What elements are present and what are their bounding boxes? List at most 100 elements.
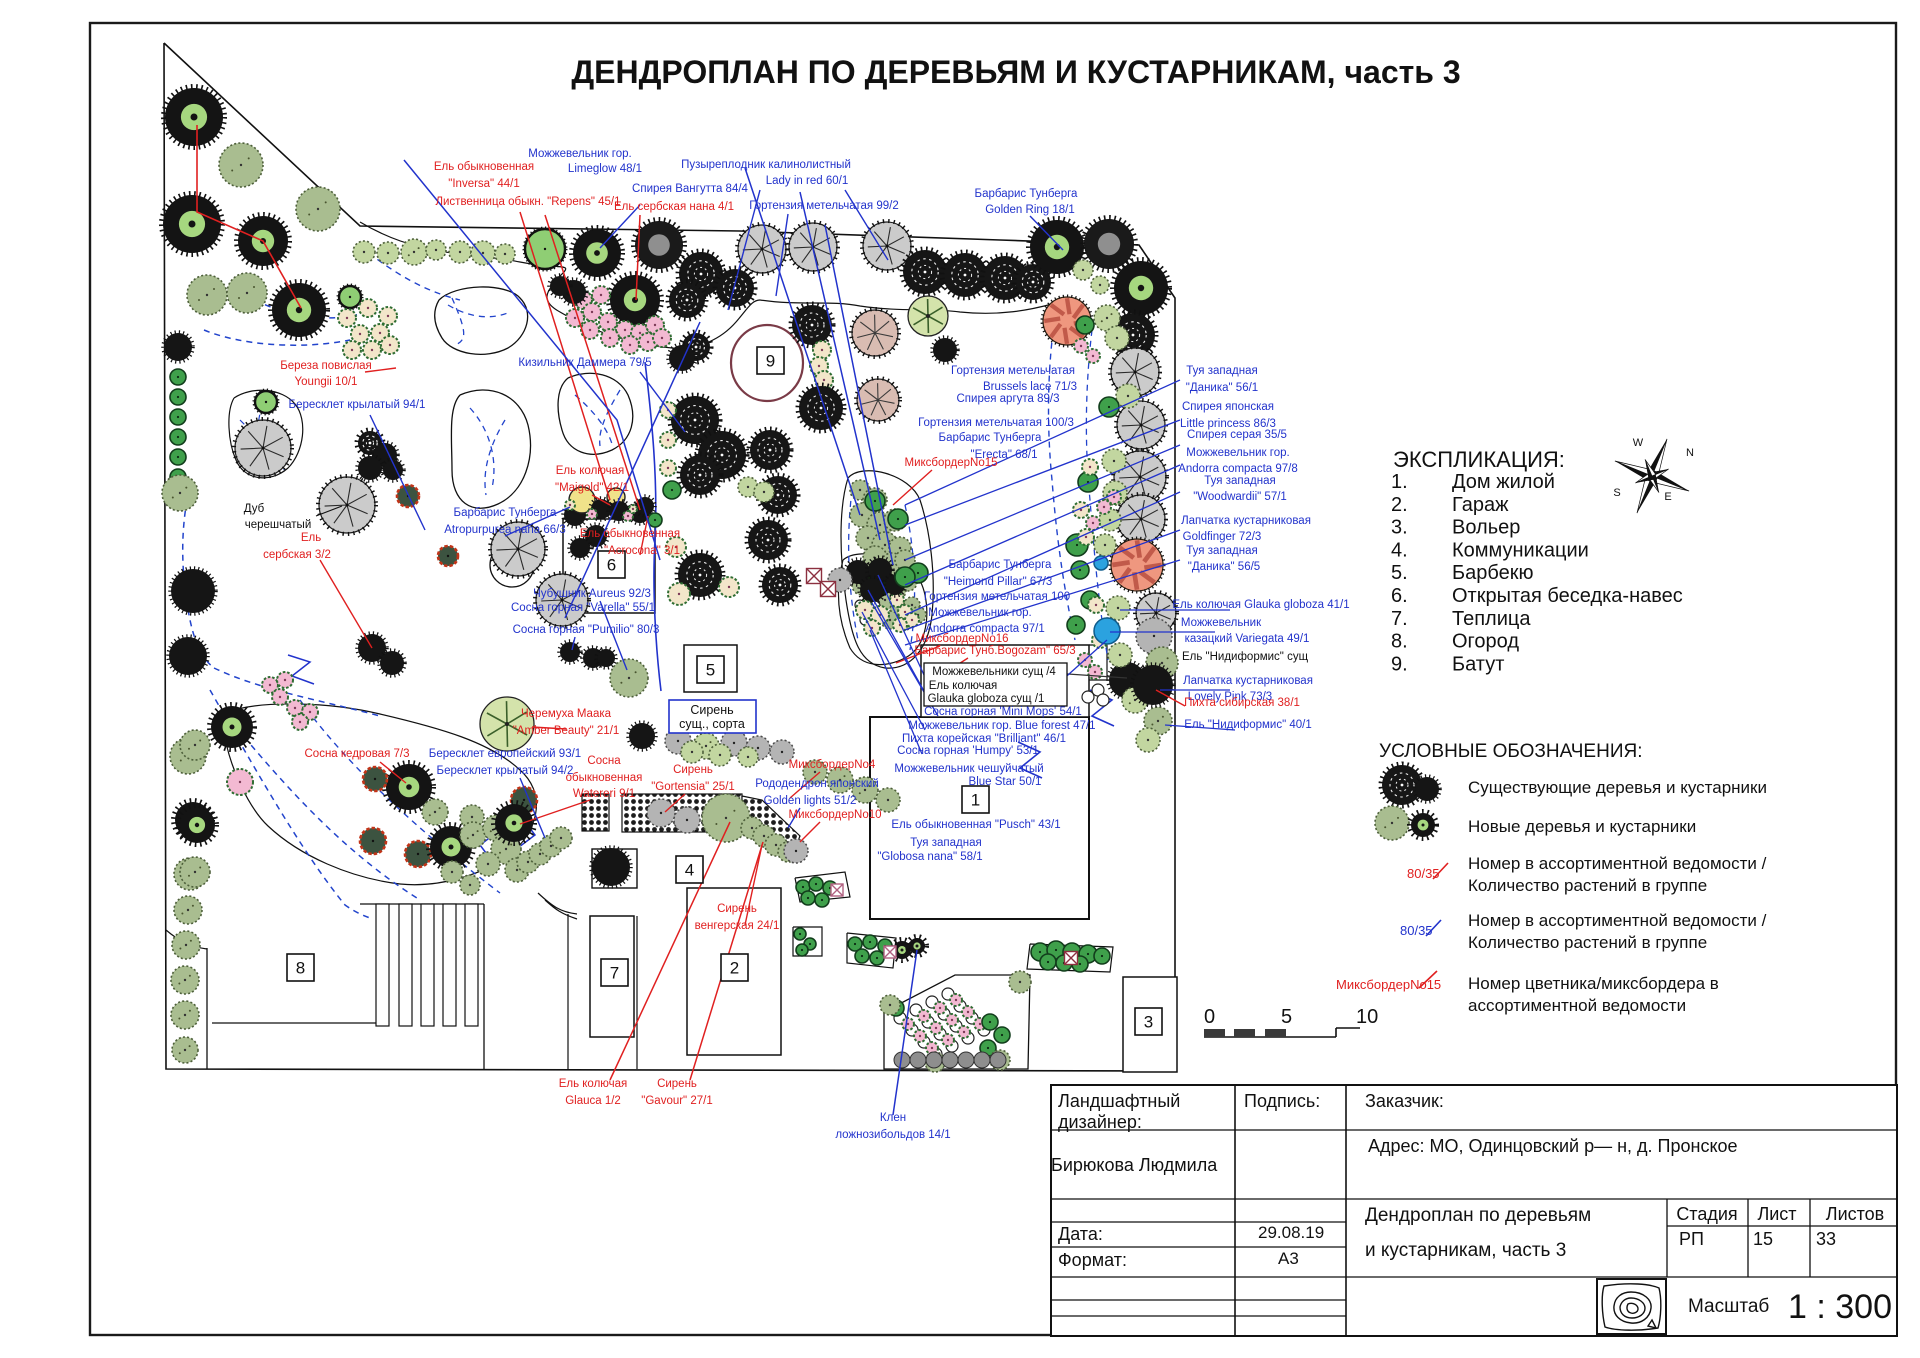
svg-text:Листов: Листов — [1826, 1204, 1884, 1224]
svg-text:N: N — [1686, 447, 1694, 459]
svg-text:Новые деревья и кустарники: Новые деревья и кустарники — [1468, 817, 1696, 836]
svg-text:Теплица: Теплица — [1452, 608, 1531, 630]
svg-text:Golden lights 51/2: Golden lights 51/2 — [764, 795, 857, 807]
svg-text:Сосна горная "Varella" 55/1: Сосна горная "Varella" 55/1 — [511, 602, 655, 614]
svg-text:Ель колючая Glauka globoza 41/: Ель колючая Glauka globoza 41/1 — [1172, 599, 1349, 611]
svg-text:МиксбордерNo16: МиксбордерNo16 — [915, 633, 1008, 645]
svg-text:Количество растений в группе: Количество растений в группе — [1468, 933, 1707, 952]
svg-text:Andorra compacta 97/1: Andorra compacta 97/1 — [925, 623, 1045, 635]
svg-text:8.: 8. — [1391, 631, 1408, 653]
svg-text:1.: 1. — [1391, 471, 1408, 493]
svg-text:Ландшафтный: Ландшафтный — [1058, 1091, 1180, 1111]
svg-text:"Maigold" 42/1: "Maigold" 42/1 — [555, 482, 629, 494]
svg-text:Сирень: Сирень — [717, 903, 757, 915]
svg-text:Limeglow 48/1: Limeglow 48/1 — [568, 163, 642, 175]
svg-text:15: 15 — [1753, 1229, 1773, 1249]
svg-text:Ель обыкновенная: Ель обыкновенная — [434, 161, 534, 173]
svg-text:0: 0 — [1204, 1006, 1215, 1028]
svg-text:Адрес: МО, Одинцовский р—: Адрес: МО, Одинцовский р— н, д. Пронское — [1368, 1136, 1738, 1156]
svg-text:Бересклет крылатый 94/1: Бересклет крылатый 94/1 — [289, 399, 426, 411]
svg-text:Номер цветника/миксбордера в: Номер цветника/миксбордера в — [1468, 974, 1719, 993]
svg-text:"Acrocona" 3/1: "Acrocona" 3/1 — [604, 545, 680, 557]
svg-text:Сосна горная 'Mini Mops' 54/1: Сосна горная 'Mini Mops' 54/1 — [924, 706, 1082, 718]
svg-text:Дом жилой: Дом жилой — [1452, 471, 1555, 493]
svg-text:"Woodwardii" 57/1: "Woodwardii" 57/1 — [1193, 491, 1287, 503]
svg-text:Сосна горная "Pumilio" 80/3: Сосна горная "Pumilio" 80/3 — [513, 624, 660, 636]
svg-text:Лист: Лист — [1757, 1204, 1796, 1224]
svg-text:Little princess 86/3: Little princess 86/3 — [1180, 418, 1276, 430]
svg-text:Ель колючая: Ель колючая — [929, 680, 998, 692]
svg-text:Кизильник Даммера 79/5: Кизильник Даммера 79/5 — [518, 357, 651, 369]
svg-text:"Gortensia" 25/1: "Gortensia" 25/1 — [651, 781, 735, 793]
svg-text:Барбарис Тунберга: Барбарис Тунберга — [939, 432, 1042, 444]
svg-text:"Gavour" 27/1: "Gavour" 27/1 — [641, 1095, 712, 1107]
svg-text:Береза повислая: Береза повислая — [280, 360, 372, 372]
svg-text:5.: 5. — [1391, 562, 1408, 584]
svg-text:S: S — [1613, 487, 1620, 499]
svg-text:Ель сербская нана 4/1: Ель сербская нана 4/1 — [614, 201, 734, 213]
svg-text:Рододендрон японский: Рододендрон японский — [755, 778, 879, 790]
svg-text:9: 9 — [766, 352, 775, 371]
svg-text:МиксбордерNo15: МиксбордерNo15 — [904, 457, 997, 469]
svg-text:Гортензия метельчатая 100/3: Гортензия метельчатая 100/3 — [918, 417, 1074, 429]
svg-text:Сирень: Сирень — [690, 703, 733, 717]
svg-text:Пихта корейская "Brilliant" 46: Пихта корейская "Brilliant" 46/1 — [902, 733, 1066, 745]
svg-text:"Даника" 56/1: "Даника" 56/1 — [1186, 382, 1258, 394]
svg-text:ассортиментной ведомости: ассортиментной ведомости — [1468, 996, 1686, 1015]
svg-text:черешчатый: черешчатый — [245, 519, 312, 531]
svg-text:Можжевельник гор.: Можжевельник гор. — [928, 607, 1031, 619]
svg-text:"Globosa nana" 58/1: "Globosa nana" 58/1 — [877, 851, 982, 863]
svg-text:80/35: 80/35 — [1400, 923, 1433, 938]
svg-text:Blue Star 50/1: Blue Star 50/1 — [969, 776, 1042, 788]
svg-text:29.08.19: 29.08.19 — [1258, 1223, 1324, 1242]
svg-text:W: W — [1633, 437, 1644, 449]
svg-text:обыкновенная: обыкновенная — [566, 772, 643, 784]
svg-text:сербская 3/2: сербская 3/2 — [263, 549, 331, 561]
svg-text:Сосна кедровая 7/3: Сосна кедровая 7/3 — [305, 748, 410, 760]
svg-text:Подпись:: Подпись: — [1244, 1091, 1320, 1111]
svg-text:"Heimond Pillar" 67/3: "Heimond Pillar" 67/3 — [944, 576, 1053, 588]
svg-text:Можжевельник гор. Blue forest: Можжевельник гор. Blue forest 47/1 — [908, 720, 1095, 732]
svg-text:Ель "Нидиформис" 40/1: Ель "Нидиформис" 40/1 — [1184, 719, 1312, 731]
svg-text:Пихта сибирская 38/1: Пихта сибирская 38/1 — [1184, 697, 1300, 709]
svg-text:Ель колючая: Ель колючая — [556, 465, 625, 477]
svg-text:Goldfinger 72/3: Goldfinger 72/3 — [1183, 531, 1262, 543]
svg-text:"Erecta" 68/1: "Erecta" 68/1 — [971, 449, 1038, 461]
svg-text:Номер в ассортиментной ведомос: Номер в ассортиментной ведомости / — [1468, 854, 1767, 873]
svg-text:4: 4 — [685, 861, 694, 880]
svg-text:Формат:: Формат: — [1058, 1250, 1127, 1270]
svg-text:Туя западная: Туя западная — [1186, 365, 1257, 377]
svg-text:2: 2 — [730, 959, 739, 978]
svg-text:Гортензия метельчатая: Гортензия метельчатая — [951, 365, 1075, 377]
svg-text:Atropurpurea nana 66/3: Atropurpurea nana 66/3 — [444, 524, 565, 536]
svg-text:МиксбордерNo15: МиксбордерNo15 — [1336, 977, 1441, 992]
svg-text:Спирея японская: Спирея японская — [1182, 401, 1274, 413]
svg-text:33: 33 — [1816, 1229, 1836, 1249]
svg-text:Спирея аргута 89/3: Спирея аргута 89/3 — [956, 393, 1059, 405]
svg-text:Ель "Нидиформис" сущ: Ель "Нидиформис" сущ — [1182, 651, 1309, 663]
svg-text:Можжевельник гор.: Можжевельник гор. — [528, 148, 631, 160]
svg-text:Andorra compacta 97/8: Andorra compacta 97/8 — [1178, 463, 1298, 475]
svg-text:Brussels lace 71/3: Brussels lace 71/3 — [983, 381, 1077, 393]
svg-text:10: 10 — [1356, 1006, 1378, 1028]
svg-text:Можжевельник гор.: Можжевельник гор. — [1186, 447, 1289, 459]
svg-text:Lady in red 60/1: Lady in red 60/1 — [766, 175, 848, 187]
svg-text:1: 1 — [971, 791, 980, 810]
svg-text:ДЕНДРОПЛАН ПО ДЕРЕВЬЯМ И КУСТА: ДЕНДРОПЛАН ПО ДЕРЕВЬЯМ И КУСТАРНИКАМ, ча… — [571, 54, 1460, 90]
svg-text:6: 6 — [607, 556, 616, 575]
svg-text:Пузыреплодник калинолистный: Пузыреплодник калинолистный — [681, 159, 851, 171]
svg-text:80/35: 80/35 — [1407, 866, 1440, 881]
svg-text:УСЛОВНЫЕ ОБОЗНАЧЕНИЯ:: УСЛОВНЫЕ ОБОЗНАЧЕНИЯ: — [1379, 741, 1643, 762]
svg-text:Спирея Вангутта 84/4: Спирея Вангутта 84/4 — [632, 183, 749, 195]
svg-text:Golden Ring 18/1: Golden Ring 18/1 — [985, 204, 1075, 216]
svg-text:А3: А3 — [1278, 1249, 1299, 1268]
svg-text:6.: 6. — [1391, 585, 1408, 607]
svg-text:ЭКСПЛИКАЦИЯ:: ЭКСПЛИКАЦИЯ: — [1393, 447, 1565, 472]
svg-text:Туя западная: Туя западная — [1204, 475, 1275, 487]
svg-text:Барбарис Тунб.Bogozam" 65/3: Барбарис Тунб.Bogozam" 65/3 — [914, 645, 1075, 657]
svg-text:Барбекю: Барбекю — [1452, 562, 1533, 584]
svg-text:Lovely Pink 73/3: Lovely Pink 73/3 — [1188, 691, 1272, 703]
svg-text:Можжевельники сущ /4: Можжевельники сущ /4 — [932, 666, 1056, 678]
svg-text:Количество растений в группе: Количество растений в группе — [1468, 876, 1707, 895]
svg-text:Лапчатка кустарниковая: Лапчатка кустарниковая — [1181, 515, 1311, 527]
